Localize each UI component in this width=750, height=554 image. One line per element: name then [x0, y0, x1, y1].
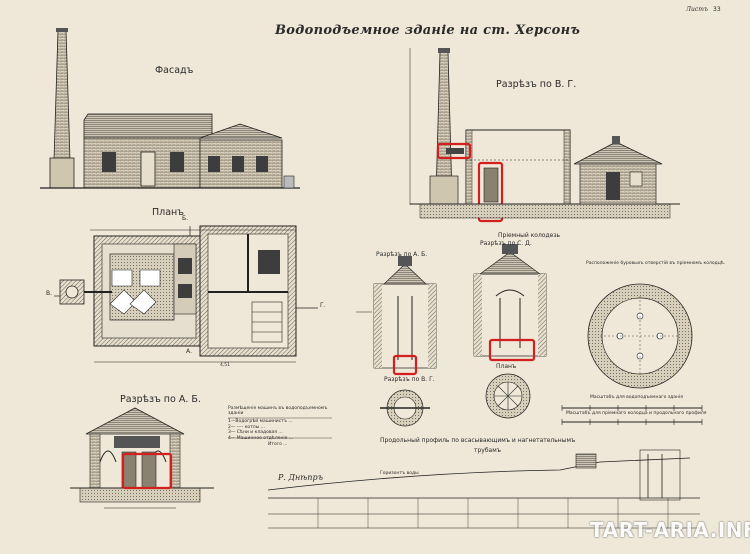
watermark: TART-ARIA.INFO: [590, 518, 750, 542]
facade-drawing: [40, 28, 300, 189]
section-ab-drawing: [70, 407, 214, 509]
page-number: 33: [713, 6, 721, 13]
well-plan: [485, 373, 531, 419]
scale-note-2: Масштабъ для пріемнаго колодца и продоль…: [566, 411, 707, 416]
plan-letter-g: Г.: [320, 302, 326, 309]
scale-bars: [561, 405, 703, 425]
highlight-box-well-ab: [392, 354, 418, 376]
water-note: Горизонтъ воды: [380, 471, 419, 476]
highlight-box-pump-section: [477, 161, 504, 223]
legend-row: 2— ---- котлы ...: [228, 424, 265, 430]
highlight-box-well-sd: [488, 338, 536, 362]
legend-row: 4— Машинное отдѣленіе ...: [228, 435, 294, 441]
section-ab-title: Разрѣзъ по А. Б.: [120, 394, 201, 405]
plan-dimension: 4,51: [220, 363, 231, 368]
well-plan-title: Планъ: [496, 363, 517, 370]
profile-title-line2: трубамъ: [474, 447, 501, 454]
legend-table: Размѣщеніе машинъ въ водоподъемномъ здан…: [228, 406, 334, 448]
legend-total: Итого ...: [268, 442, 288, 448]
sheet-title: Водоподъемное зданіе на ст. Херсонъ: [275, 23, 581, 38]
legend-rows: 1—Водогрѣй машинистъ ...2— ---- котлы ..…: [228, 420, 334, 441]
longitudinal-profile: [267, 449, 700, 529]
borehole-note: Расположеніе буровыхъ отверстій въ пріем…: [586, 261, 726, 266]
plan-drawing: [54, 225, 318, 363]
well-section-ab: [356, 256, 437, 376]
well-section-ab-title: Разрѣзъ по А. Б.: [376, 251, 428, 258]
well-section-sd: [473, 244, 547, 362]
legend-row: 1—Водогрѣй машинистъ ...: [228, 419, 293, 425]
section-vg-title: Разрѣзъ по В. Г.: [496, 79, 577, 90]
facade-title: Фасадъ: [155, 65, 194, 76]
legend-table-frame: [228, 417, 332, 439]
well-section-sd-title: Разрѣзъ по С. Д.: [480, 240, 532, 247]
plan-letter-v: В.: [46, 290, 53, 297]
river-label: Р. Днѣпръ: [278, 473, 323, 482]
well-plan-vg: [380, 389, 430, 427]
plan-letter-b: Б.: [182, 215, 189, 222]
highlight-box-boiler: [436, 142, 472, 160]
page-label: Листъ: [686, 6, 708, 13]
scale-note-1: Масштабъ для водоподъемнаго зданія: [590, 395, 683, 400]
legend-title: Размѣщеніе машинъ въ водоподъемномъ здан…: [228, 406, 328, 417]
plan-letter-a: А.: [186, 348, 193, 355]
highlight-box-pumps-left: [121, 452, 173, 490]
section-vg-drawing: [409, 48, 680, 223]
legend-row: 3— Сѣни и кладовая ...: [228, 430, 283, 436]
profile-title-line1: Продольный профиль по всасывающимъ и наг…: [380, 437, 576, 444]
well-section-vg-title: Разрѣзъ по В. Г.: [384, 376, 435, 383]
well-label: Пріемный колодезь: [498, 232, 561, 239]
plan-title: Планъ: [152, 207, 184, 218]
borehole-layout: [587, 283, 693, 389]
